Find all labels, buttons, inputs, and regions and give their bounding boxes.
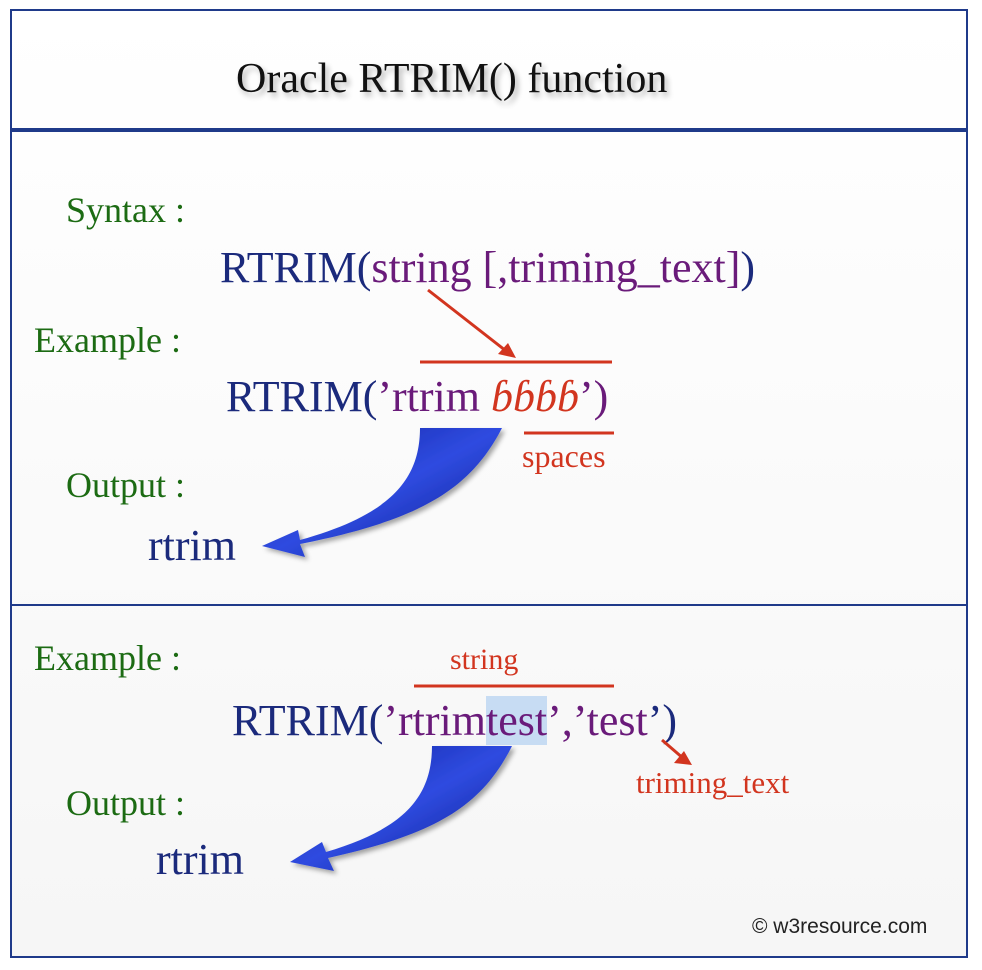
example1-open-quote: ’ xyxy=(377,372,393,421)
example-expression-1: RTRIM(’rtrim ɓɓɓɓ’) xyxy=(226,375,608,419)
example2-highlighted-text: test xyxy=(486,696,548,745)
syntax-expression: RTRIM(string [,triming_text]) xyxy=(220,246,755,290)
syntax-close-paren: ) xyxy=(740,243,756,292)
example2-trim-text: test xyxy=(586,696,648,745)
example1-spaces: ɓɓɓɓ xyxy=(491,372,579,421)
example-label-2: Example : xyxy=(34,638,181,678)
example-expression-2: RTRIM(’rtrimtest’,’test’) xyxy=(232,696,678,745)
spaces-label: spaces xyxy=(522,438,606,474)
example1-string-text: rtrim xyxy=(392,372,491,421)
copyright-notice: © w3resource.com xyxy=(752,915,928,938)
output-label-2: Output : xyxy=(66,783,186,823)
example2-string-text: rtrim xyxy=(398,696,486,745)
page-title: Oracle RTRIM() function xyxy=(236,56,668,102)
syntax-arguments: string [,triming_text] xyxy=(371,243,741,292)
syntax-label: Syntax : xyxy=(66,190,186,230)
triming-text-label: triming_text xyxy=(636,765,790,800)
example2-separator: ’,’ xyxy=(547,696,587,745)
output-value-1: rtrim xyxy=(148,521,236,570)
string-label: string xyxy=(450,643,519,676)
title-divider xyxy=(10,128,968,132)
section-divider xyxy=(10,604,968,606)
example1-function-name: RTRIM( xyxy=(226,372,378,421)
example2-close: ’) xyxy=(647,696,678,745)
output-value-2: rtrim xyxy=(156,835,244,884)
example2-open-quote: ’ xyxy=(383,696,399,745)
example1-close: ’) xyxy=(579,372,609,421)
example2-function-name: RTRIM( xyxy=(232,696,384,745)
example-label-1: Example : xyxy=(34,320,181,360)
output-label-1: Output : xyxy=(66,465,186,505)
syntax-function-name: RTRIM( xyxy=(220,243,372,292)
